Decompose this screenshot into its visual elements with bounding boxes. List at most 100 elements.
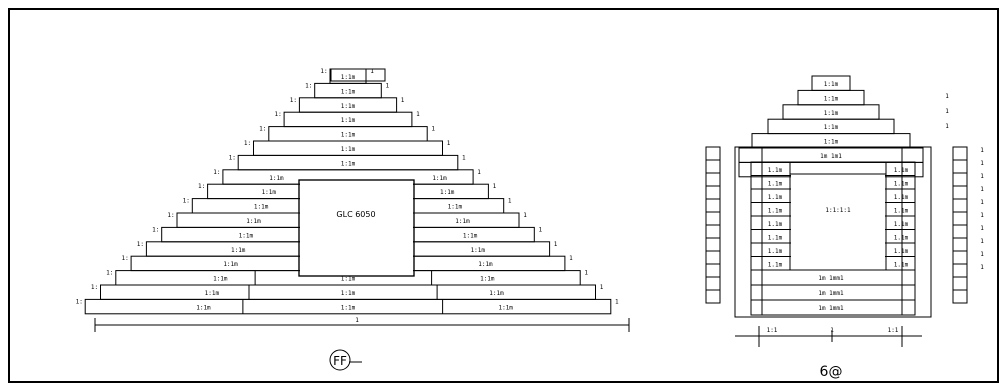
tier-callout-right: 1: [431, 126, 435, 133]
tier-label-right: 1:1m: [489, 290, 504, 297]
lower-row-label: 1m 1mm1: [818, 305, 844, 312]
view-caption: FF: [333, 354, 347, 368]
upper-tier-label: 1:1m: [824, 110, 839, 117]
caption-circle: [329, 349, 351, 371]
tier-callout-right: 1: [477, 169, 481, 176]
upper-tier-label: 1:1m: [824, 124, 839, 131]
side-strip-right-cell: [952, 211, 968, 226]
strip-callout-right: 1: [980, 173, 984, 180]
tier-callout-left: 1:: [320, 68, 327, 75]
tier-callout-right: 1: [447, 140, 451, 147]
body-label-right: 1.1m: [894, 262, 909, 269]
body-label-left: 1.1m: [768, 221, 783, 228]
tier-callout-right: 1: [508, 198, 512, 205]
strip-callout-right: 1: [980, 160, 984, 167]
dimension-value: 1: [355, 317, 359, 324]
side-strip-left-cell: [705, 198, 721, 213]
body-label-right: 1.1m: [894, 208, 909, 215]
side-strip-right-cell: [952, 172, 968, 187]
strip-callout-right: 1: [980, 238, 984, 245]
side-strip-left-cell: [705, 276, 721, 291]
core-label: 1:1:1:1: [825, 207, 851, 214]
tier-callout-left: 1:: [152, 226, 159, 233]
body-label-left: 1.1m: [768, 235, 783, 242]
side-strip-left-cell: [705, 172, 721, 187]
tier-label: 1:1m: [341, 146, 356, 153]
body-label-right: 1.1m: [894, 167, 909, 174]
side-strip-left-cell: [705, 263, 721, 278]
tier-label-left: 1:1m: [223, 261, 238, 268]
side-strip-left-cell: [705, 185, 721, 200]
upper-callout-right: 1: [945, 93, 949, 100]
body-label-left: 1.1m: [768, 167, 783, 174]
central-block-outline: [298, 179, 415, 277]
tier-callout-left: 1:: [76, 298, 83, 305]
side-strip-left-cell: [705, 224, 721, 239]
side-strip-right-cell: [952, 224, 968, 239]
dimension-label: 1: [830, 327, 834, 334]
strip-callout-right: 1: [980, 186, 984, 193]
tier-label-right: 1:1m: [455, 218, 470, 225]
tier-label: 1:1m: [341, 160, 356, 167]
tier-label-right: 1:1m: [463, 232, 478, 239]
tier-label-right: 1:1m: [448, 204, 463, 211]
tier-callout-left: 1:: [106, 270, 113, 277]
side-strip-right-cell: [952, 276, 968, 291]
tier-callout-right: 1: [600, 284, 604, 291]
cad-drawing-canvas: 1:1m1:11:1m1:11:1m1:11:1m1:11:1m1:11:1m1…: [76, 68, 985, 380]
tier-label-left: 1:1m: [239, 232, 254, 239]
tier-label: 1:1m: [341, 88, 356, 95]
side-strip-left-cell: [705, 211, 721, 226]
upper-tier-label: 1m 1m1: [820, 153, 842, 160]
side-strip-right-cell: [952, 263, 968, 278]
side-strip-right-cell: [952, 289, 968, 304]
body-label-right: 1.1m: [894, 181, 909, 188]
tier-callout-right: 1: [493, 183, 497, 190]
pyramid-cap: [330, 68, 386, 82]
tier-label-left: 1:1m: [213, 276, 228, 283]
tier-label-left: 1:1m: [196, 304, 211, 311]
body-label-left: 1.1m: [768, 181, 783, 188]
side-strip-right-cell: [952, 146, 968, 161]
body-label-left: 1.1m: [768, 208, 783, 215]
strip-callout-right: 1: [980, 147, 984, 154]
side-strip-left-cell: [705, 159, 721, 174]
tier-callout-right: 1: [615, 298, 619, 305]
dimension-label: 1:1: [888, 327, 899, 334]
tier-label-right: 1:1m: [440, 189, 455, 196]
body-label-right: 1.1m: [894, 235, 909, 242]
view-caption-right: 6@: [820, 364, 843, 380]
dimension-label: 1:1: [767, 327, 778, 334]
tier-label-left: 1:1m: [254, 204, 269, 211]
tier-callout-right: 1: [554, 241, 558, 248]
tier-label-left: 1:1m: [269, 175, 284, 182]
central-block-label: GLC 6050: [336, 210, 375, 219]
core-fill: [791, 163, 885, 269]
side-strip-right-cell: [952, 250, 968, 265]
tier-label-left: 1:1m: [205, 290, 220, 297]
tier-callout-right: 1: [584, 270, 588, 277]
strip-callout-right: 1: [980, 212, 984, 219]
outer-frame: [734, 146, 932, 318]
tier-callout-left: 1:: [259, 126, 266, 133]
lower-row-label: 1m 1mm1: [818, 275, 844, 282]
tier-label-right: 1:1m: [498, 304, 513, 311]
upper-tier-label: 1:1m: [824, 139, 839, 146]
upper-tier-label: 1:1m: [824, 95, 839, 102]
body-label-right: 1.1m: [894, 194, 909, 201]
body-label-left: 1.1m: [768, 248, 783, 255]
body-label-left: 1.1m: [768, 194, 783, 201]
tier-callout-left: 1:: [137, 241, 144, 248]
strip-callout-right: 1: [980, 251, 984, 258]
strip-callout-right: 1: [980, 264, 984, 271]
tier-callout-left: 1:: [305, 82, 312, 89]
tier-callout-left: 1:: [183, 198, 190, 205]
tier-label: 1:1m: [341, 132, 356, 139]
tier-label-left: 1:1m: [262, 189, 277, 196]
pyramid-tier: [84, 298, 612, 315]
tier-label-center: 1:1m: [341, 290, 356, 297]
upper-tier-label: 1:1m: [824, 81, 839, 88]
tier-label: 1:1m: [341, 117, 356, 124]
strip-callout-right: 1: [980, 199, 984, 206]
